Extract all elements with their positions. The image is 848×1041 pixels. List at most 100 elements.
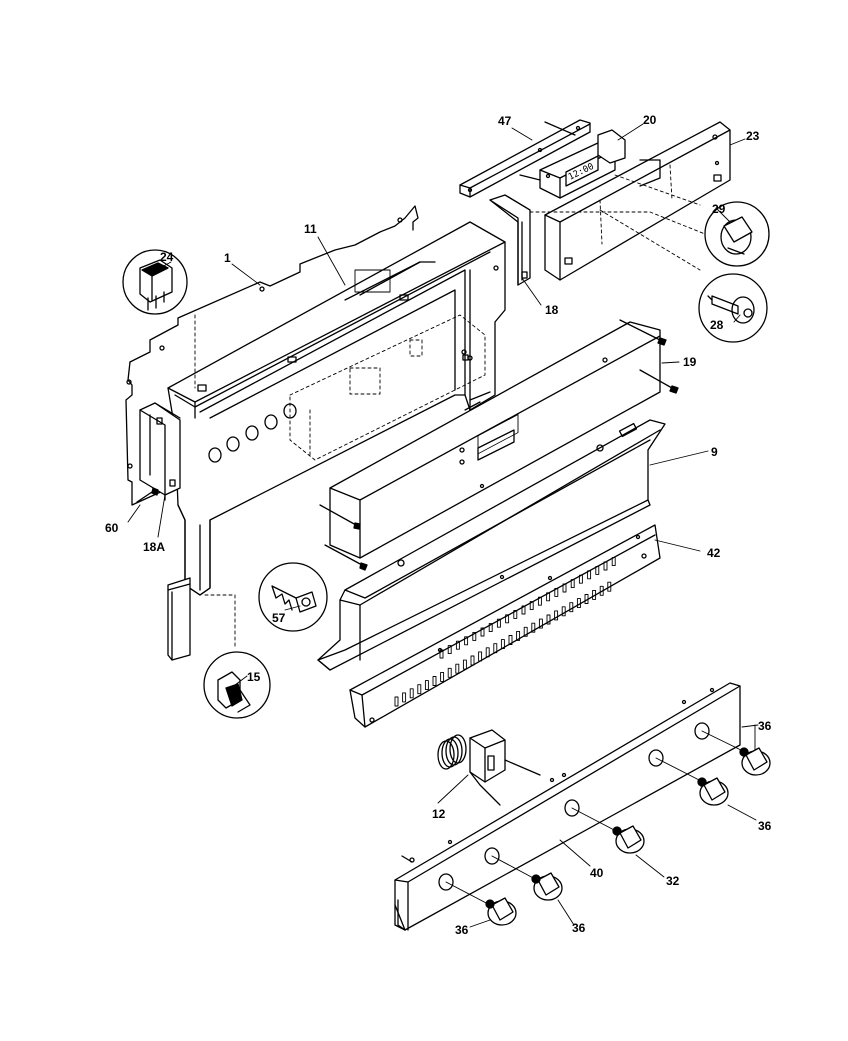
label-part-1: 1 <box>224 251 231 265</box>
vent-slot <box>584 594 589 604</box>
label-part-9: 9 <box>711 445 718 459</box>
label-part-36-bottom-center: 36 <box>572 921 586 935</box>
vent-slot <box>500 639 505 650</box>
vent-slot <box>439 649 444 659</box>
vent-slot <box>394 696 399 707</box>
part-18a-end-bracket <box>139 402 181 496</box>
vent-slot <box>562 583 567 593</box>
label-part-23: 23 <box>746 129 760 143</box>
callout-labels: 1 11 24 47 20 23 29 28 18 19 9 60 18A 42… <box>105 113 772 937</box>
vent-slot <box>470 655 475 666</box>
vent-slot <box>402 692 407 703</box>
vent-slot <box>424 680 429 691</box>
vent-slot <box>455 663 460 674</box>
vent-slot <box>537 596 542 606</box>
vent-slot <box>603 561 608 571</box>
vent-slot <box>478 651 483 662</box>
part-11-frame <box>167 221 506 596</box>
vent-slot <box>531 622 536 633</box>
vent-slot <box>516 630 521 641</box>
dashed-leaders <box>194 174 721 649</box>
vent-slot <box>480 627 485 637</box>
vent-slot <box>546 592 551 602</box>
vent-slot <box>513 609 518 619</box>
vent-slot <box>607 581 612 592</box>
vent-slot <box>595 565 600 575</box>
inset-57-screw <box>258 562 328 632</box>
knob-36-mid <box>655 757 729 806</box>
part-12-thermostat <box>437 729 541 806</box>
label-part-36-bottom-left: 36 <box>455 923 469 937</box>
part-18-end-bracket <box>489 194 531 286</box>
vent-slot <box>599 585 604 596</box>
vent-slot <box>523 626 528 637</box>
vent-slots <box>394 557 616 707</box>
label-part-19: 19 <box>683 355 697 369</box>
vent-slot <box>462 659 467 670</box>
vent-slot <box>432 676 437 686</box>
vent-slot <box>554 610 559 621</box>
vent-slot <box>576 598 581 609</box>
vent-slot <box>569 602 574 613</box>
vent-slot <box>447 667 452 678</box>
part-42-vent-strip <box>349 524 661 728</box>
knob-36-top <box>701 730 771 776</box>
vent-slot <box>508 635 513 645</box>
part-23-clock-bracket <box>544 121 731 281</box>
dashed-control-board <box>289 314 486 461</box>
label-part-36-mid: 36 <box>758 819 772 833</box>
vent-slot <box>570 579 575 589</box>
label-part-36-top: 36 <box>758 719 772 733</box>
knob-32 <box>571 807 645 854</box>
vent-slot <box>447 645 452 655</box>
label-part-24: 24 <box>160 250 174 264</box>
part-9-panel-body <box>317 419 666 671</box>
label-part-42: 42 <box>707 546 721 560</box>
label-part-20: 20 <box>643 113 657 127</box>
label-part-18a: 18A <box>143 540 165 554</box>
vent-slot <box>611 557 616 567</box>
inset-15-clip <box>203 651 271 719</box>
label-part-11: 11 <box>304 222 317 236</box>
label-part-15: 15 <box>247 670 261 684</box>
vent-slot <box>488 623 493 633</box>
inset-28-shaft <box>698 273 768 343</box>
vent-slot <box>417 684 422 695</box>
vent-slot <box>592 589 597 600</box>
part-47-strip <box>459 119 591 198</box>
vent-slot <box>485 647 490 658</box>
vent-slot <box>587 570 592 580</box>
vent-slot <box>505 614 510 624</box>
inset-29-knob <box>704 201 770 267</box>
vent-slot <box>455 640 460 650</box>
knob-36-bottom-left <box>445 881 517 926</box>
part-20-clock-module: 12:00 <box>519 129 626 199</box>
vent-slot <box>578 574 583 584</box>
vent-slot <box>496 618 501 628</box>
vent-slot <box>440 671 445 682</box>
vent-slot <box>561 606 566 617</box>
label-part-28: 28 <box>710 318 724 332</box>
label-part-18: 18 <box>545 303 559 317</box>
part-60-screw <box>136 487 159 503</box>
vent-slot <box>554 587 559 597</box>
inset-24-rocker-switch <box>122 249 188 315</box>
label-part-40: 40 <box>590 866 604 880</box>
label-part-12: 12 <box>432 807 446 821</box>
vent-slot <box>529 601 534 611</box>
vent-slot <box>546 614 551 625</box>
vent-slot <box>472 631 477 641</box>
part-19-control-panel <box>319 319 679 571</box>
vent-slot <box>521 605 526 615</box>
label-part-29: 29 <box>712 202 726 216</box>
part-40-control-console <box>394 682 741 931</box>
label-part-32: 32 <box>666 874 680 888</box>
label-part-57: 57 <box>272 611 286 625</box>
label-part-47: 47 <box>498 114 512 128</box>
vent-slot <box>493 643 498 654</box>
vent-slot <box>409 688 414 699</box>
label-part-60: 60 <box>105 521 119 535</box>
bracket-insert <box>167 577 191 661</box>
vent-slot <box>538 618 543 629</box>
